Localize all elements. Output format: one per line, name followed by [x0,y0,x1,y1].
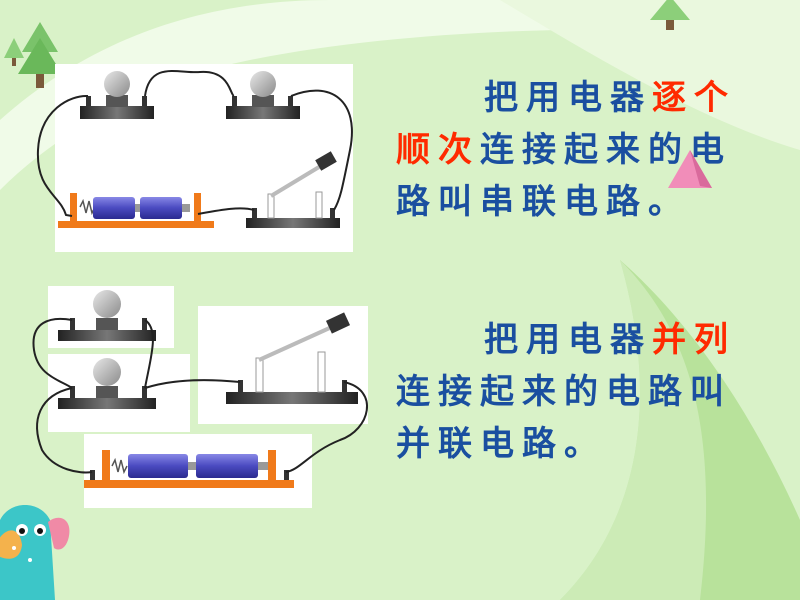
highlight-shunci: 顺次 [396,130,480,170]
bulb-icon [80,71,154,119]
series-circuit [36,69,353,228]
parallel-definition-lead: 把用电器 [484,320,652,360]
tree-icon [18,22,62,88]
series-definition-line2: 顺次连接起来的电 [396,124,732,176]
series-definition-lead: 把用电器 [484,78,652,118]
series-definition-mid: 连接起来的电 [480,130,732,170]
knife-switch-icon [226,312,358,404]
battery-icon [58,193,214,228]
series-wires [36,69,353,217]
knife-switch-icon [246,151,340,228]
bulb-icon [226,71,300,119]
parallel-definition-line1: 把用电器并列 [484,314,736,366]
bulb-icon [58,290,156,341]
series-definition-line1: 把用电器逐个 [484,72,736,124]
pyramid-icon [668,150,712,188]
parallel-circuit [32,290,369,488]
highlight-binglie: 并列 [652,320,736,360]
series-definition-line3: 路叫串联电路。 [396,182,690,222]
tree-icon [4,38,24,66]
parallel-definition-line3: 并联电路。 [396,424,606,464]
parallel-wires [32,317,369,474]
battery-icon [84,450,294,488]
tree-icon [650,0,690,30]
bulb-icon [58,358,156,409]
elephant-mascot-icon [0,505,70,600]
parallel-definition-line2: 连接起来的电路叫 [396,372,732,412]
highlight-zhuge: 逐个 [652,78,736,118]
